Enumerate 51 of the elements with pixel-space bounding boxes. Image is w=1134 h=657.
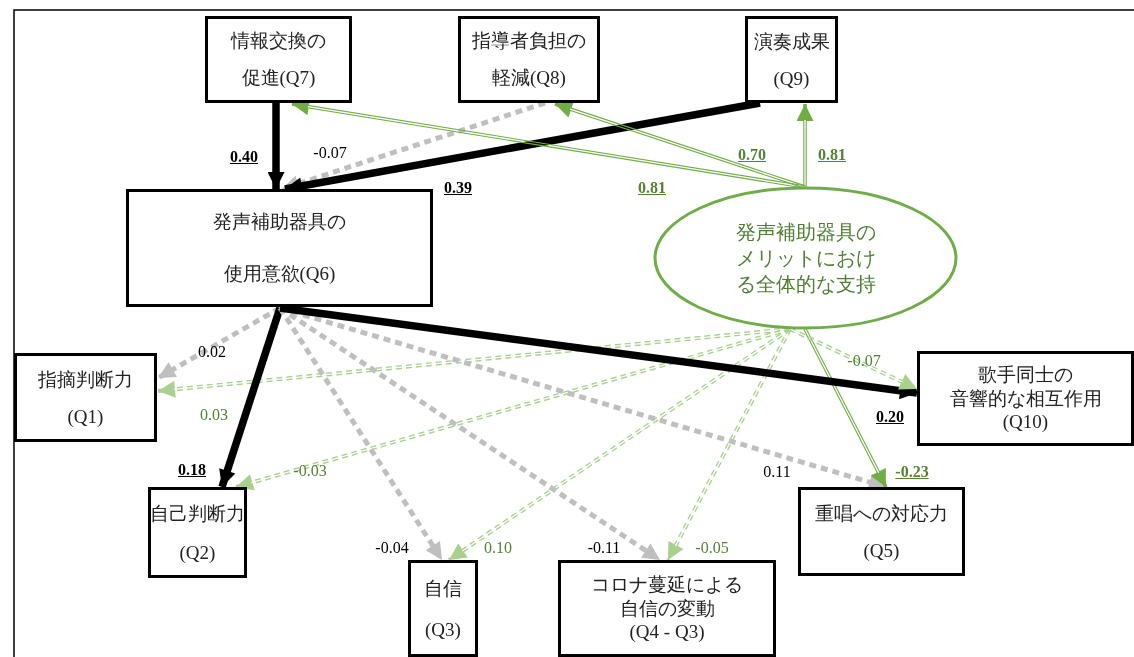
variable-label: 情報交換の [231,29,326,54]
variable-box [917,351,1134,446]
variable-label: 重唱への対応力 [815,501,948,526]
variable-label: 指導者負担の [472,29,586,54]
variable-label: コロナ蔓延による [591,573,743,596]
path-coefficient: -0.05 [695,540,729,556]
variable-box [745,16,838,103]
path-coefficient: -0.07 [847,353,881,369]
variable-label: 歌手同士の [978,363,1073,386]
path-coefficient: 0.39 [444,180,472,196]
path-coefficient: 0.03 [200,407,228,423]
path-coefficient: 0.02 [198,344,226,360]
path-coefficient: -0.07 [313,145,347,161]
path-coefficient: 0.20 [876,409,904,425]
variable-label: 自信の変動 [619,597,715,620]
variable-label: (Q2) [179,541,216,564]
path-coefficient: -0.03 [293,463,327,479]
path-coefficient: -0.11 [587,540,621,556]
variable-label: (Q10) [1002,411,1049,434]
variable-box [205,16,352,103]
variable-box [126,189,433,307]
variable-label: 軽減(Q8) [492,65,566,90]
path-coefficient: 0.81 [818,147,846,163]
variable-label: 発声補助器具のメリットにおける全体的な支持 [734,220,877,297]
variable-label: 発声補助器具の [213,210,346,234]
variable-box [458,16,600,103]
path-coefficient: -0.23 [895,464,929,480]
path-coefficient: 0.18 [178,462,206,478]
path-coefficient: 0.70 [738,147,766,163]
variable-label: 促進(Q7) [241,65,316,90]
path-coefficient: 0.81 [638,180,666,196]
variable-label: 音響的な相互作用 [949,387,1102,410]
variable-label: (Q1) [67,406,104,429]
variable-label: (Q4 - Q3) [629,621,705,644]
variable-box [14,353,157,442]
variable-box [148,487,247,578]
variable-label: 指摘判断力 [38,367,133,392]
variable-label: 自信 [424,576,462,601]
variable-label: (Q5) [863,540,900,563]
variable-box [408,560,478,657]
path-coefficient: 0.11 [763,464,791,480]
variable-label: (Q9) [773,67,810,90]
path-coefficient: -0.04 [375,540,409,556]
variable-label: 自己判断力 [150,502,245,527]
variable-box [798,487,965,576]
path-coefficient: 0.10 [484,540,512,556]
variable-label: (Q3) [425,619,461,642]
variable-box [558,560,776,657]
path-coefficient: 0.40 [230,149,258,165]
variable-label: 演奏成果 [753,30,830,55]
variable-label: 使用意欲(Q6) [223,262,336,286]
